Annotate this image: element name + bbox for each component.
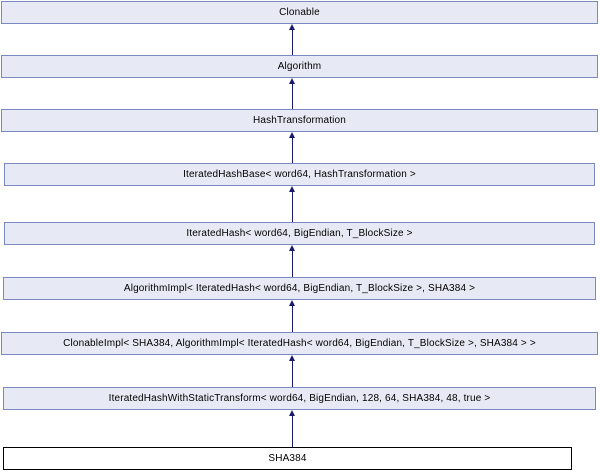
class-node-clonable[interactable]: Clonable <box>1 1 598 24</box>
class-node-label: IteratedHash< word64, BigEndian, T_Block… <box>186 228 413 239</box>
class-node-label: Clonable <box>279 7 320 18</box>
inheritance-arrow <box>288 24 297 55</box>
arrow-head-icon <box>289 355 295 361</box>
class-node-label: Algorithm <box>277 61 322 72</box>
class-node-label: SHA384 <box>268 453 307 464</box>
arrow-shaft <box>292 304 293 332</box>
inheritance-arrow <box>288 300 297 332</box>
class-node-iterated-hash[interactable]: IteratedHash< word64, BigEndian, T_Block… <box>4 222 595 245</box>
class-node-clonable-impl[interactable]: ClonableImpl< SHA384, AlgorithmImpl< Ite… <box>1 332 598 355</box>
arrow-shaft <box>292 136 293 163</box>
inheritance-arrow <box>288 186 297 222</box>
class-node-algorithm[interactable]: Algorithm <box>1 55 598 78</box>
arrow-shaft <box>292 359 293 387</box>
inheritance-arrow <box>288 245 297 277</box>
arrow-shaft <box>292 82 293 109</box>
arrow-head-icon <box>289 245 295 251</box>
arrow-head-icon <box>289 186 295 192</box>
arrow-head-icon <box>289 410 295 416</box>
arrow-shaft <box>292 249 293 277</box>
class-node-label: AlgorithmImpl< IteratedHash< word64, Big… <box>123 283 476 294</box>
class-node-iterated-hash-base[interactable]: IteratedHashBase< word64, HashTransforma… <box>4 163 595 186</box>
arrow-head-icon <box>289 132 295 138</box>
arrow-head-icon <box>289 300 295 306</box>
class-node-label: HashTransformation <box>253 115 346 126</box>
class-node-algorithm-impl[interactable]: AlgorithmImpl< IteratedHash< word64, Big… <box>3 277 596 300</box>
class-node-label: IteratedHashWithStaticTransform< word64,… <box>108 393 491 404</box>
inheritance-arrow <box>288 78 297 109</box>
class-node-label: ClonableImpl< SHA384, AlgorithmImpl< Ite… <box>63 338 536 349</box>
inheritance-arrow <box>288 132 297 163</box>
class-node-hash-transformation[interactable]: HashTransformation <box>1 109 598 132</box>
arrow-head-icon <box>289 78 295 84</box>
arrow-shaft <box>292 28 293 55</box>
class-node-label: IteratedHashBase< word64, HashTransforma… <box>183 169 416 180</box>
arrow-head-icon <box>289 24 295 30</box>
arrow-shaft <box>292 414 293 447</box>
arrow-shaft <box>292 190 293 222</box>
class-node-iterated-hash-with-static-transform[interactable]: IteratedHashWithStaticTransform< word64,… <box>3 387 596 410</box>
class-node-sha384[interactable]: SHA384 <box>3 447 572 470</box>
inheritance-arrow <box>288 410 297 447</box>
inheritance-arrow <box>288 355 297 387</box>
